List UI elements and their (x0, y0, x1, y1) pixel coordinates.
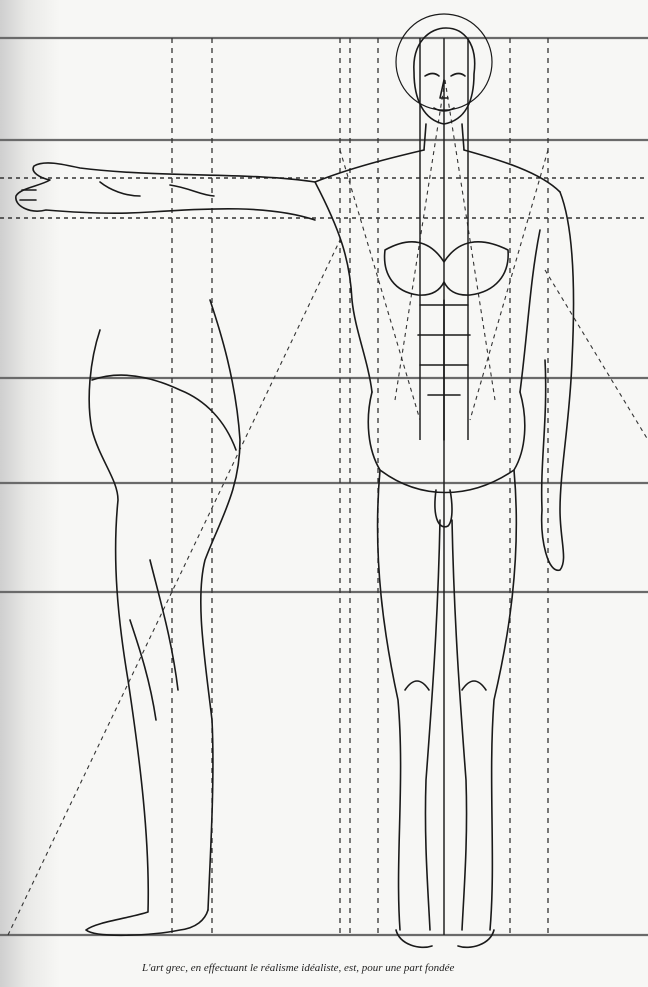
glute-fold (92, 375, 236, 450)
horizontal-proportion-lines (0, 38, 648, 935)
eyes (425, 74, 465, 77)
calf-muscle-lines (130, 560, 178, 720)
left-torso-side (315, 182, 372, 392)
abdominals (418, 300, 470, 440)
diagonal-face-right (445, 80, 495, 400)
left-leg (378, 470, 440, 930)
arm-muscle-lines (100, 182, 214, 196)
raised-arm-figure (16, 163, 315, 220)
bent-leg-side-figure (86, 300, 240, 935)
right-leg (452, 470, 516, 930)
diagonal-torso-left (340, 150, 420, 420)
figure-caption: L'art grec, en effectuant le réalisme id… (142, 962, 648, 974)
central-vertical-axes (420, 38, 468, 935)
pectorals (385, 242, 509, 295)
bent-leg-back-contour (86, 330, 208, 935)
diagonal-left-long (8, 240, 340, 935)
diagonal-right (545, 270, 648, 440)
groin-line (380, 470, 514, 493)
shoulders (315, 150, 560, 192)
feet (396, 930, 494, 947)
horizontal-arm (16, 163, 315, 220)
diagonal-torso-right (470, 150, 548, 420)
bent-leg-front-contour (201, 300, 240, 910)
right-arm (542, 192, 574, 570)
hips (368, 392, 525, 470)
right-torso-side (520, 230, 540, 392)
knees (405, 681, 486, 690)
